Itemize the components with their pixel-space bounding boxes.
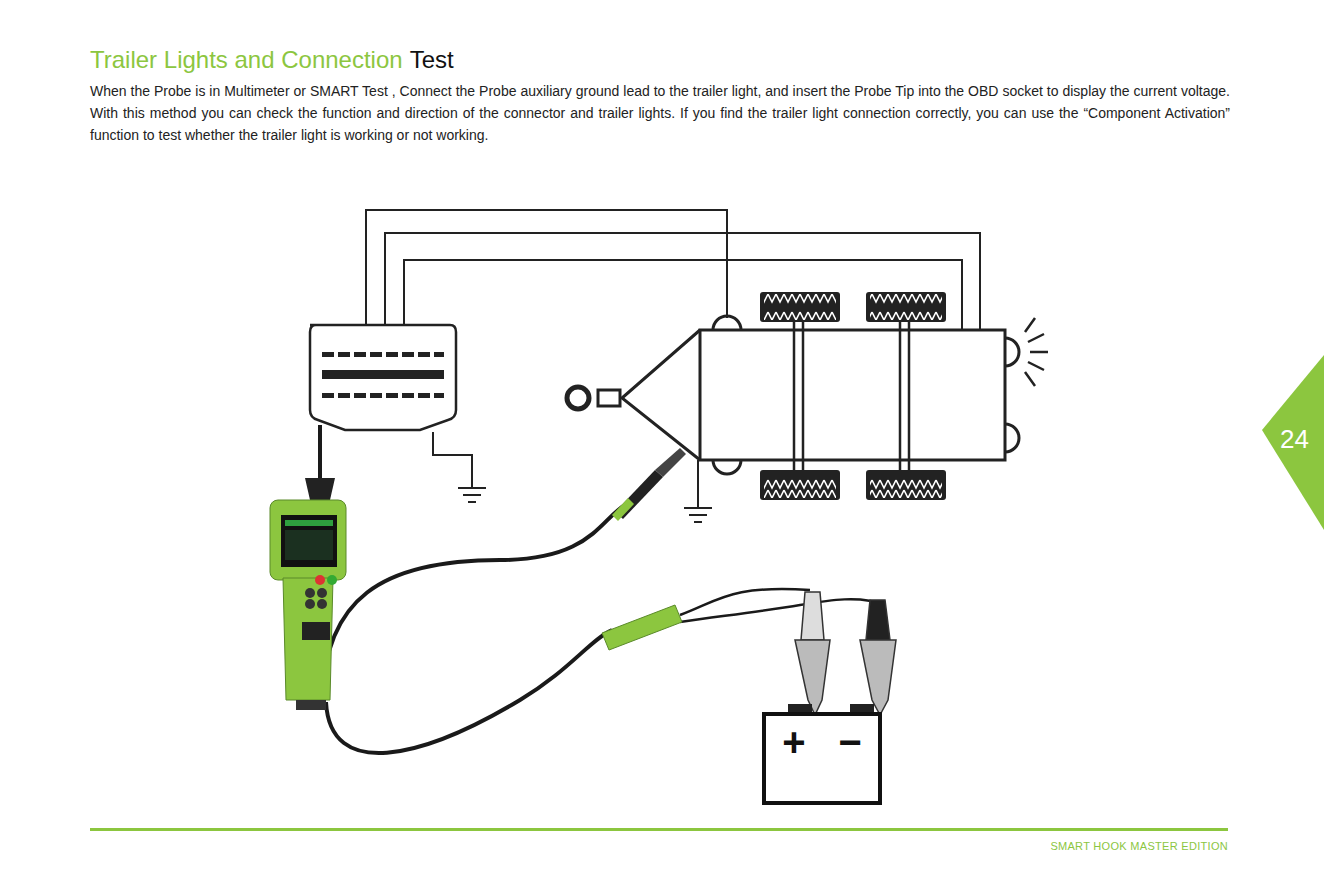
battery-terminal-sign: − xyxy=(838,722,861,762)
trailer-wheels xyxy=(760,292,946,500)
page-title: Trailer Lights and Connection xyxy=(90,44,403,76)
battery-clamps xyxy=(795,592,896,715)
obd-socket xyxy=(310,325,456,430)
probe-device xyxy=(270,478,346,710)
probe-cables xyxy=(320,425,885,753)
footer-rule xyxy=(90,828,1228,831)
battery-box: +− xyxy=(762,712,882,805)
battery-adapter xyxy=(602,605,682,650)
title-suffix: Test xyxy=(410,44,454,76)
footer-text: SMART HOOK MASTER EDITION xyxy=(1050,840,1228,852)
battery-terminal-sign: + xyxy=(782,722,805,762)
trailer xyxy=(567,316,1048,474)
page-tab xyxy=(1262,355,1324,530)
description-text: When the Probe is in Multimeter or SMART… xyxy=(90,80,1230,146)
page-number: 24 xyxy=(1280,424,1309,455)
ground-lead-plug xyxy=(612,448,686,521)
